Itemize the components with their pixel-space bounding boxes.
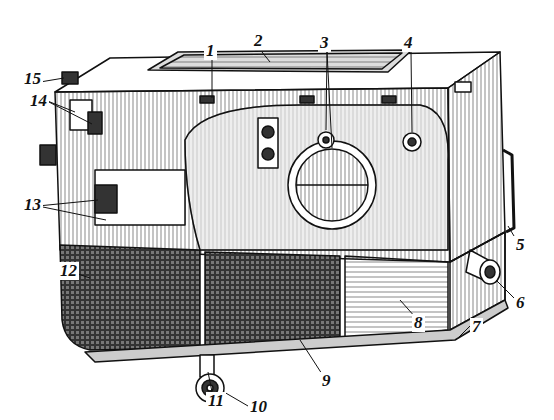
callout-number: 7 xyxy=(470,318,483,336)
callout-number: 3 xyxy=(318,34,331,52)
callout-number: 13 xyxy=(22,196,43,214)
callout-number: 11 xyxy=(206,392,226,410)
callout-number: 5 xyxy=(514,236,527,254)
callout-number: 10 xyxy=(248,398,269,416)
callout-number: 8 xyxy=(412,314,425,332)
callout-number: 1 xyxy=(204,42,217,60)
callout-number: 14 xyxy=(28,92,49,110)
callout-number: 12 xyxy=(58,262,79,280)
callout-number: 6 xyxy=(514,294,527,312)
callout-number: 4 xyxy=(402,34,415,52)
callout-number: 15 xyxy=(22,70,43,88)
callout-number: 9 xyxy=(320,372,333,390)
callout-number: 2 xyxy=(252,32,265,50)
